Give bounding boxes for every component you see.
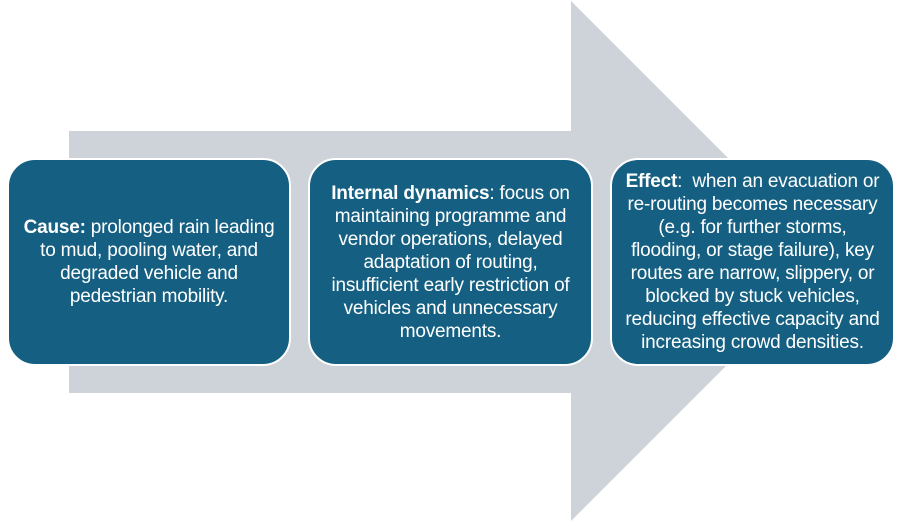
cause-box: Cause: prolonged rain leading to mud, po… [7, 158, 291, 366]
effect-text: Effect: when an evacuation or re-routing… [624, 170, 881, 354]
internal-dynamics-label: Internal dynamics [331, 182, 490, 204]
cause-text: Cause: prolonged rain leading to mud, po… [21, 216, 277, 308]
internal-dynamics-box: Internal dynamics: focus on maintaining … [308, 158, 593, 366]
cause-body: prolonged rain leading to mud, pooling w… [40, 217, 280, 307]
effect-label: Effect [625, 171, 678, 192]
internal-dynamics-text: Internal dynamics: focus on maintaining … [322, 182, 579, 343]
effect-body: : when an evacuation or re-routing becom… [625, 171, 885, 353]
effect-box: Effect: when an evacuation or re-routing… [610, 158, 895, 366]
cause-label: Cause: [23, 217, 86, 238]
internal-dynamics-body: : focus on maintaining programme and ven… [331, 182, 575, 342]
